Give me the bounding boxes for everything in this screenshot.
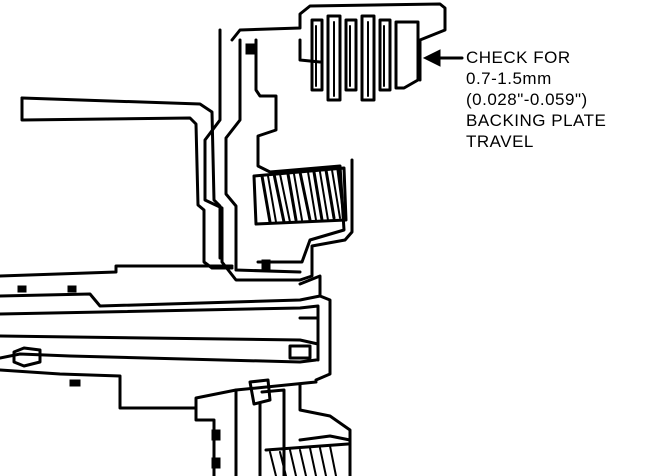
callout-line-3: (0.028"-0.059") bbox=[466, 90, 588, 109]
clutch-housing-inner bbox=[230, 2, 447, 82]
lower-seal-2 bbox=[211, 457, 221, 469]
oil-hole-3 bbox=[69, 379, 81, 387]
seal-ring-top bbox=[245, 43, 255, 55]
lower-clutch-assembly bbox=[194, 378, 352, 476]
housing-arm-top bbox=[20, 96, 222, 260]
callout-arrow bbox=[422, 49, 464, 67]
return-spring bbox=[252, 166, 348, 226]
clutch-plate-pack bbox=[298, 14, 420, 102]
piston-inner bbox=[254, 38, 346, 264]
backing-plate-travel-callout: CHECK FOR 0.7-1.5mm (0.028"-0.059") BACK… bbox=[466, 47, 666, 152]
callout-line-1: CHECK FOR bbox=[466, 48, 571, 67]
callout-line-5: TRAVEL bbox=[466, 132, 534, 151]
callout-line-2: 0.7-1.5mm bbox=[466, 69, 552, 88]
input-shaft bbox=[0, 264, 332, 410]
housing-arm bbox=[20, 96, 234, 270]
piston-wall bbox=[224, 38, 302, 274]
oil-hole-2 bbox=[67, 285, 77, 293]
callout-line-4: BACKING PLATE bbox=[466, 111, 607, 130]
seal-ring-bottom bbox=[261, 259, 271, 271]
clutch-housing-outer bbox=[203, 28, 354, 282]
lower-seal-1 bbox=[211, 429, 221, 441]
oil-hole-1 bbox=[17, 285, 27, 293]
